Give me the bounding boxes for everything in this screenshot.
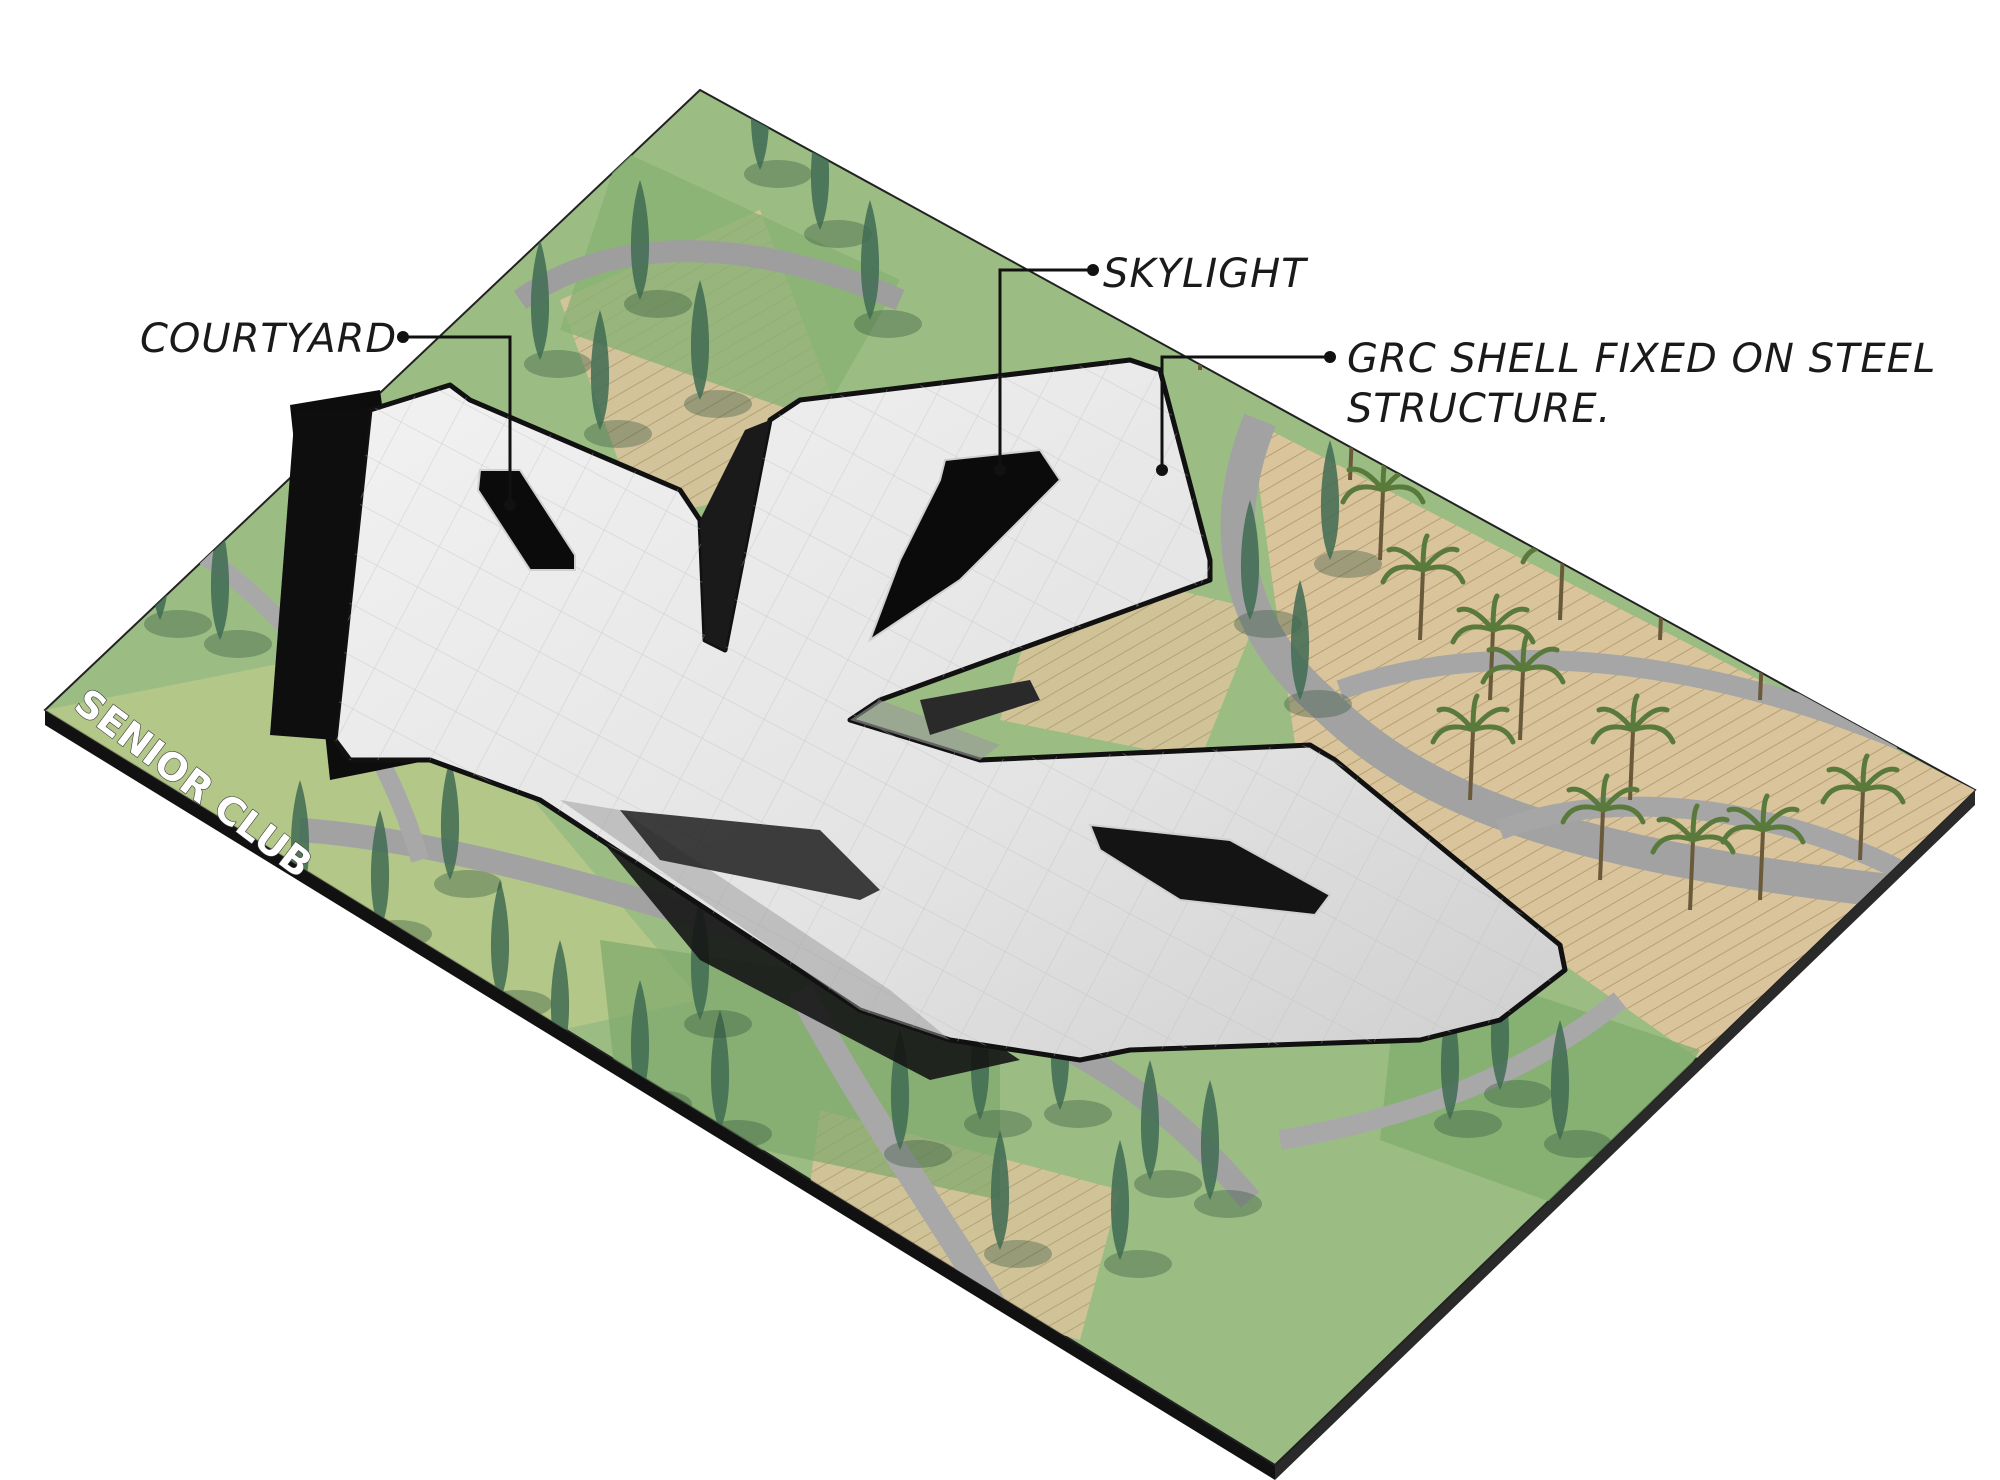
tree-shadow — [854, 310, 922, 338]
palm-tree-icon — [1723, 596, 1803, 642]
tree-shadow — [1134, 1170, 1202, 1198]
tree-shadow — [1284, 690, 1352, 718]
tree-shadow — [144, 610, 212, 638]
tree-shadow — [1314, 550, 1382, 578]
tree-shadow — [684, 1010, 752, 1038]
tree-shadow — [524, 350, 592, 378]
tree-shadow — [1484, 1080, 1552, 1108]
tree-shadow — [684, 390, 752, 418]
grc-shell-label-line1: GRC SHELL FIXED ON STEEL — [1347, 336, 1936, 382]
tree-shadow — [964, 1110, 1032, 1138]
palm-tree-icon — [1623, 536, 1703, 582]
tree-shadow — [1194, 1190, 1262, 1218]
tree-shadow — [434, 870, 502, 898]
tree-shadow — [624, 290, 692, 318]
tree-shadow — [1044, 1100, 1112, 1128]
tree-shadow — [204, 630, 272, 658]
skylight-label: SKYLIGHT — [1103, 251, 1309, 297]
tree-shadow — [1104, 1250, 1172, 1278]
courtyard-label: COURTYARD — [140, 316, 397, 362]
tree-shadow — [744, 160, 812, 188]
tree-shadow — [984, 1240, 1052, 1268]
tree-shadow — [1434, 1110, 1502, 1138]
palm-trunk — [1200, 300, 1203, 370]
tree-shadow — [584, 420, 652, 448]
grc-shell-label-line2: STRUCTURE. — [1347, 386, 1611, 432]
tree-shadow — [804, 220, 872, 248]
tree-shadow — [884, 1140, 952, 1168]
